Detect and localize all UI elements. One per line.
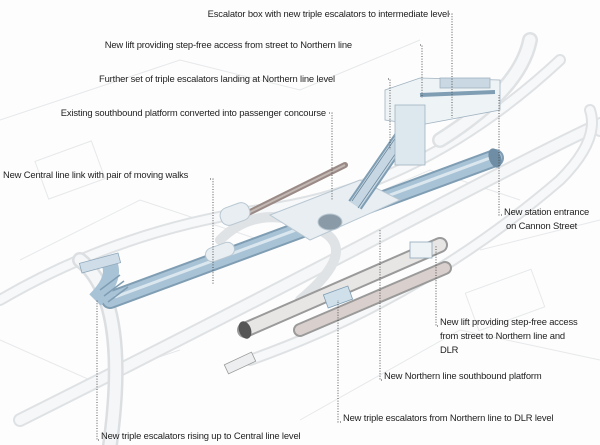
label-line: DLR [440, 344, 459, 355]
label-existing-platform: Existing southbound platform converted i… [60, 107, 326, 118]
label-escalator-box: Escalator box with new triple escalators… [207, 8, 449, 19]
label-escalators-central: New triple escalators rising up to Centr… [101, 430, 301, 441]
label-lift-northern: New lift providing step-free access from… [104, 39, 352, 50]
escalator-box [384, 77, 501, 166]
label-station-entrance: New station entrance on Cannon Street [504, 205, 589, 233]
label-northern-platform: New Northern line southbound platform [384, 370, 542, 381]
label-escalators-dlr: New triple escalators from Northern line… [343, 412, 554, 423]
central-escalator-structure [78, 252, 129, 306]
label-lift-dlr: New lift providing step-free access from… [440, 315, 578, 357]
label-central-link: New Central line link with pair of movin… [3, 169, 189, 180]
northern-line-tunnels [223, 237, 452, 375]
leader-lines [96, 13, 502, 441]
label-line: New lift providing step-free access [440, 316, 578, 327]
label-further-escalators: Further set of triple escalators landing… [99, 73, 335, 84]
label-line: on Cannon Street [506, 220, 578, 231]
label-line: from street to Northern line and [440, 330, 565, 341]
label-line: New station entrance [504, 206, 590, 217]
existing-tunnels [0, 32, 600, 445]
